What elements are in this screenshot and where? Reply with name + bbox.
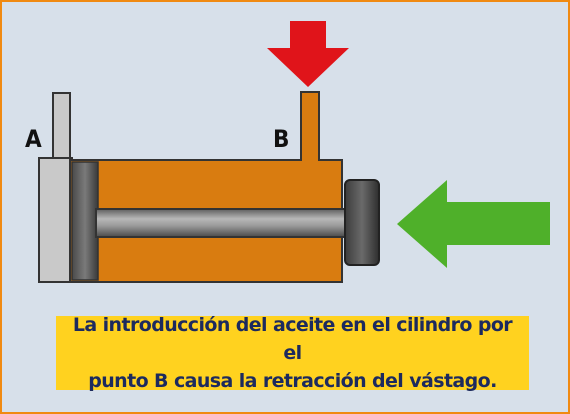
caption-text: La introducción del aceite en el cilindr… xyxy=(64,311,521,395)
rod-end-cap xyxy=(344,179,380,266)
port-a-label: A xyxy=(25,125,42,153)
piston-rod xyxy=(95,208,355,238)
caption-box: La introducción del aceite en el cilindr… xyxy=(56,314,529,392)
arrow-left-icon xyxy=(397,180,550,268)
piston xyxy=(71,161,99,281)
caption-line-1: La introducción del aceite en el cilindr… xyxy=(72,314,513,364)
port-b-label: B xyxy=(273,125,289,153)
caption-line-2: punto B causa la retracción del vástago. xyxy=(88,370,497,392)
arrow-down-icon xyxy=(267,21,349,87)
port-b-inlet xyxy=(300,91,320,163)
port-a-endcap xyxy=(38,92,73,283)
